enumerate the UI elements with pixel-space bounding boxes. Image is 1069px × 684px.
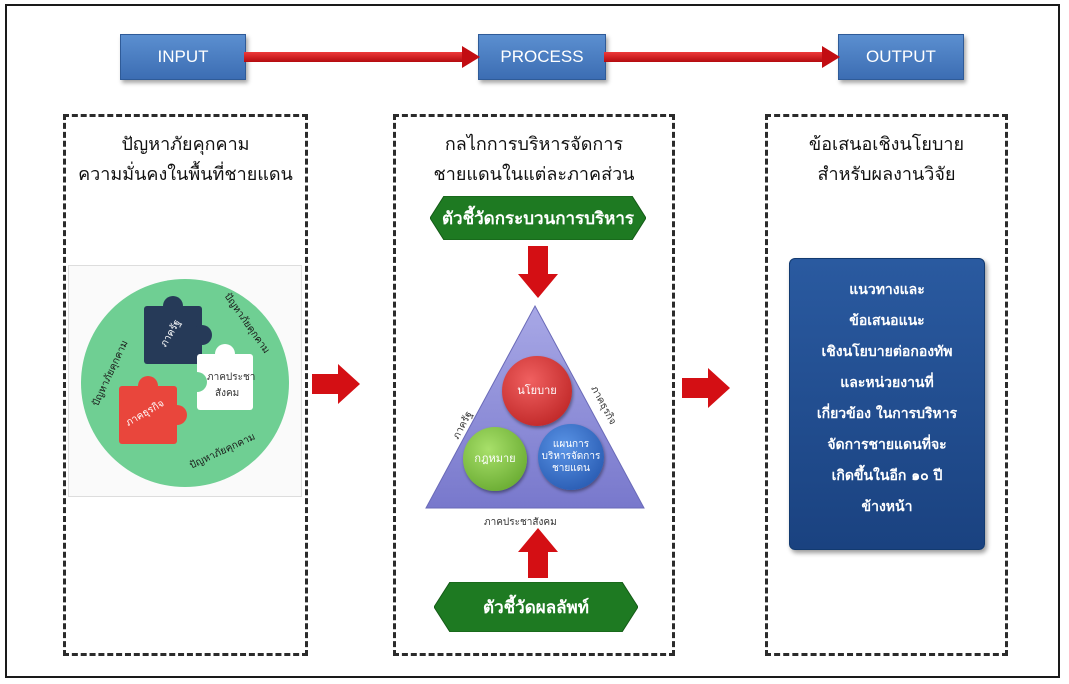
process-title-line1: กลไกการบริหารจัดการ	[444, 134, 624, 155]
input-to-process-arrow	[244, 46, 480, 68]
puzzle-piece-private	[119, 376, 187, 444]
circle-policy: นโยบาย	[502, 356, 572, 426]
puzzle-piece-civil	[187, 344, 253, 410]
puzzle-label-civil-1: ภาคประชา	[207, 372, 256, 383]
output-line-2: ข้อเสนอแนะ	[849, 313, 925, 329]
process-indicator-shape	[430, 196, 646, 240]
outcome-indicator-label: ตัวชี้วัดผลลัพท์	[483, 597, 589, 618]
process-header: PROCESS	[478, 34, 606, 80]
output-title-line2: สำหรับผลงานวิจัย	[817, 164, 956, 185]
output-line-3: เชิงนโยบายต่อกองทัพ	[821, 344, 953, 360]
output-line-4: และหน่วยงานที่	[840, 375, 934, 391]
circle-management-plan: แผนการ บริหารจัดการ ชายแดน	[538, 424, 604, 490]
puzzle-piece-government	[144, 296, 212, 364]
outcome-indicator-shape	[434, 582, 638, 632]
process-title-line2: ชายแดนในแต่ละภาคส่วน	[433, 164, 635, 185]
process-to-output-block-arrow	[682, 368, 730, 408]
process-indicator-label: ตัวชี้วัดกระบวนการบริหาร	[442, 208, 634, 229]
up-arrow	[518, 528, 558, 578]
output-line-5: เกี่ยวข้อง ในการบริหาร	[816, 406, 958, 422]
process-panel: กลไกการบริหารจัดการ ชายแดนในแต่ละภาคส่วน	[393, 114, 675, 656]
down-arrow	[518, 246, 558, 298]
output-line-8: ข้างหน้า	[861, 499, 913, 515]
puzzle-label-civil-2: สังคม	[215, 388, 240, 399]
diagram-frame	[5, 4, 1060, 678]
input-panel: ปัญหาภัยคุกคาม ความมั่นคงในพื้นที่ชายแดน	[63, 114, 308, 656]
circle-law: กฎหมาย	[463, 427, 527, 491]
output-line-7: เกิดขึ้นในอีก ๑๐ ปี	[831, 468, 943, 484]
input-title-line1: ปัญหาภัยคุกคาม	[121, 134, 250, 155]
output-line-6: จัดการชายแดนที่จะ	[827, 437, 947, 453]
output-title-line1: ข้อเสนอเชิงนโยบาย	[808, 134, 965, 155]
process-to-output-arrow	[604, 46, 840, 68]
puzzle-image: ภาครัฐ ภาคธุรกิจ ภาคประชา สังคม ปัญหาภัย…	[68, 265, 302, 497]
policy-recommendation-box: แนวทางและ ข้อเสนอแนะ เชิงนโยบายต่อกองทัพ…	[789, 258, 985, 550]
input-title-line2: ความมั่นคงในพื้นที่ชายแดน	[78, 164, 293, 185]
output-panel: ข้อเสนอเชิงนโยบาย สำหรับผลงานวิจัย	[765, 114, 1008, 656]
input-to-process-block-arrow	[312, 364, 360, 404]
output-line-1: แนวทางและ	[849, 282, 925, 298]
input-header: INPUT	[120, 34, 246, 80]
triangle-side-civil: ภาคประชาสังคม	[484, 517, 557, 528]
output-header: OUTPUT	[838, 34, 964, 80]
